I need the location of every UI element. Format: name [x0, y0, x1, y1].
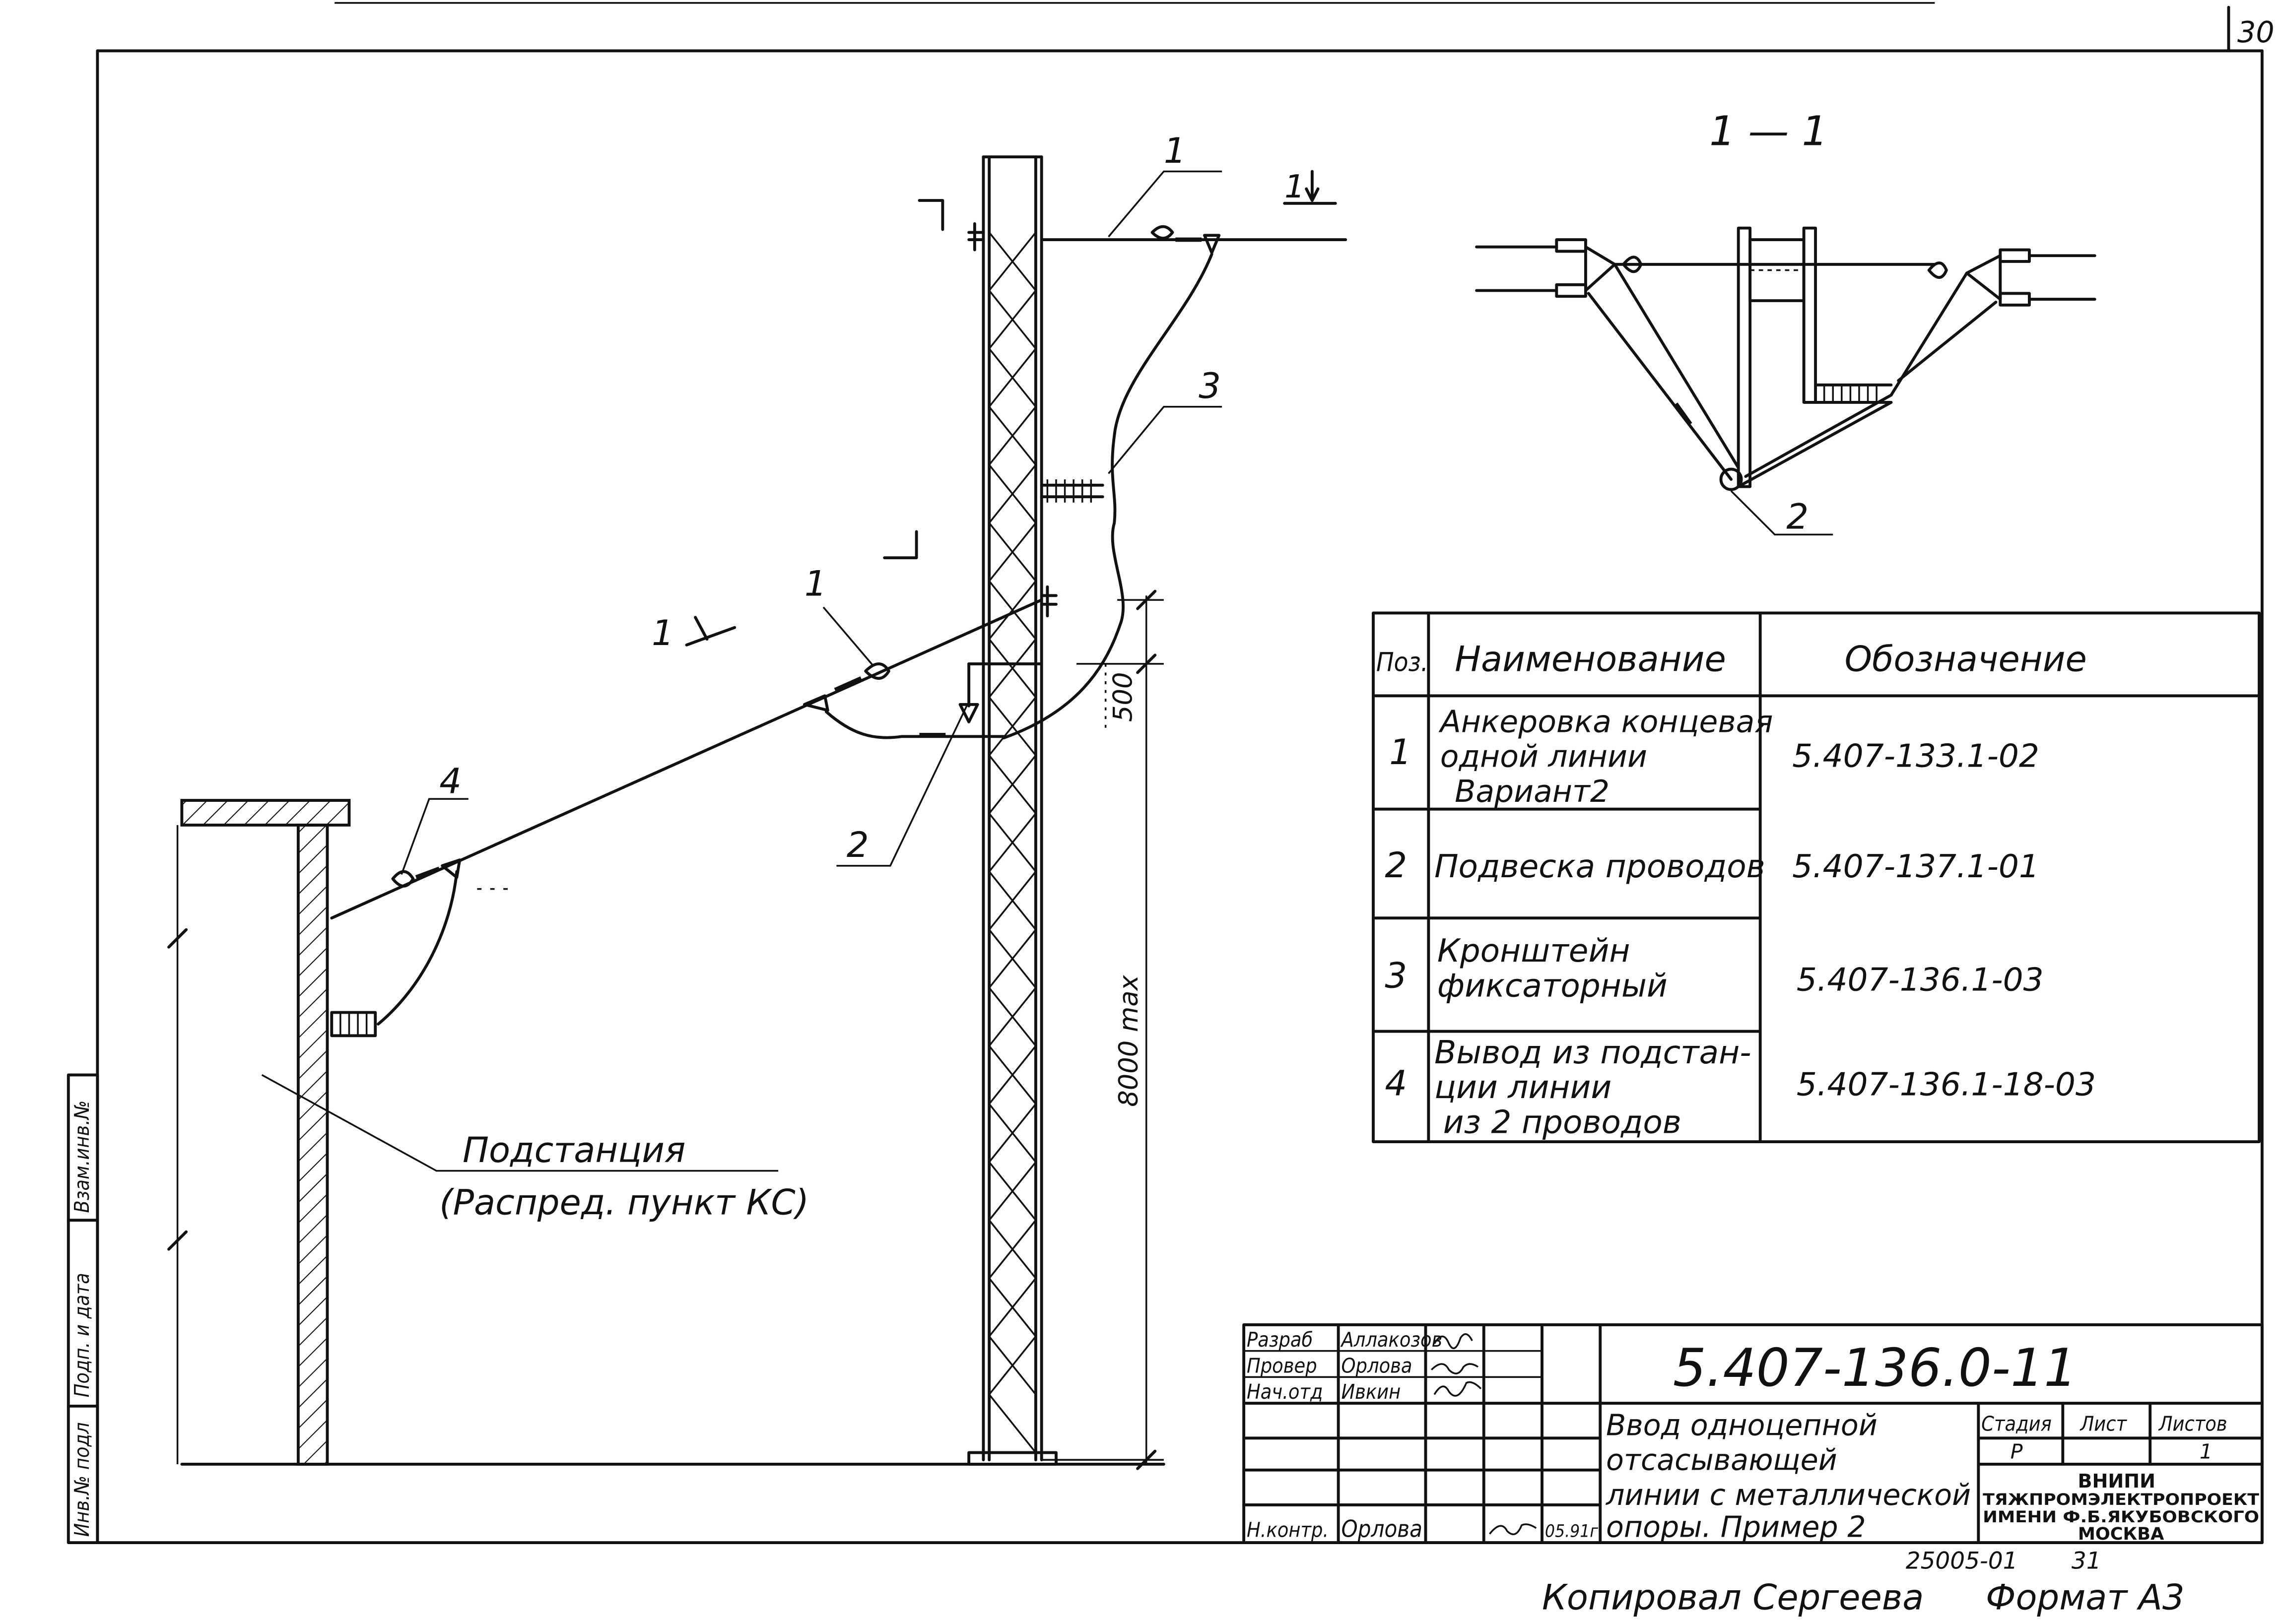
suspension-point-icon	[1719, 467, 1743, 491]
sheets-label: Листов	[2158, 1412, 2227, 1436]
section-mark-left: 1	[652, 613, 674, 653]
signature-mark	[1433, 1333, 1473, 1350]
svg-text:Вывод из подстан-: Вывод из подстан-	[1434, 1034, 1751, 1071]
table-row: 2 Подвеска проводов 5.407-137.1-01	[1385, 845, 2039, 886]
sheets-value: 1	[2200, 1439, 2213, 1463]
role-norm-control: Н.контр.	[1247, 1518, 1329, 1542]
suspension-clamp-icon	[958, 703, 979, 723]
callout-1-top: 1	[1164, 130, 1186, 171]
copied-by: Копировал Сергеева	[1542, 1577, 1924, 1618]
table-row: 3 Кронштейн фиксаторный 5.407-136.1-03	[1385, 932, 2043, 1004]
anchor-clamp-top-icon	[1203, 234, 1221, 255]
svg-text:из 2 проводов: из 2 проводов	[1443, 1104, 1681, 1141]
signature-mark	[1433, 1381, 1482, 1397]
insulator-mid-icon	[864, 662, 890, 680]
name-checker: Орлова	[1341, 1354, 1412, 1378]
signature-mark	[1489, 1523, 1537, 1535]
svg-text:1: 1	[1389, 732, 1411, 773]
org-city: МОСКВА	[2078, 1524, 2164, 1544]
callout-4: 4	[439, 761, 462, 801]
substation-label: Подстанция	[463, 1130, 685, 1170]
svg-text:5.407-136.1-18-03: 5.407-136.1-18-03	[1797, 1066, 2096, 1103]
callout-2: 2	[847, 825, 869, 865]
section-title: 1 — 1	[1709, 108, 1828, 155]
header-name: Наименование	[1455, 639, 1726, 680]
substation-building: Подстанция (Распред. пункт КС)	[167, 799, 1165, 1466]
drawing-title-line1: Ввод одноцепной	[1606, 1408, 1878, 1442]
footer: 25005-01 31 Копировал Сергеева Формат А3	[1542, 1548, 2185, 1618]
svg-text:5.407-137.1-01: 5.407-137.1-01	[1792, 848, 2039, 885]
svg-text:ции линии: ции линии	[1434, 1069, 1611, 1106]
stamp-label-inv-original: Инв.№ подл	[70, 1422, 94, 1537]
org-name-line3: ИМЕНИ Ф.Б.ЯКУБОВСКОГО	[1983, 1507, 2259, 1526]
name-head: Ивкин	[1341, 1380, 1401, 1404]
name-developer: Аллакозов	[1340, 1328, 1442, 1352]
drawing-title-line2: отсасывающей	[1606, 1443, 1837, 1477]
anchor-clamp-mid-icon	[803, 694, 829, 712]
drawing-title-line4: опоры. Пример 2	[1606, 1510, 1866, 1544]
bracket-insulator-icon	[1040, 479, 1104, 503]
role-developer: Разраб	[1247, 1328, 1313, 1352]
org-name-line1: ВНИПИ	[2078, 1470, 2155, 1492]
table-row: 1 Анкеровка концевая одной линии Вариант…	[1389, 704, 2039, 809]
insulator-substation-icon	[391, 870, 415, 888]
org-name-line2: ТЯЖПРОМЭЛЕКТРОПРОЕКТ	[1983, 1490, 2259, 1509]
name-norm-control: Орлова	[1341, 1516, 1422, 1543]
elevation-wiring: 1 1 3 2 4 1 1	[330, 130, 1347, 1038]
approval-date: 05.91г.	[1545, 1521, 1603, 1541]
role-head: Нач.отд	[1247, 1380, 1323, 1404]
dimension-500: 500	[1108, 672, 1138, 722]
tower-dimensions: 500 8000 max	[1041, 589, 1164, 1470]
role-checker: Провер	[1247, 1354, 1317, 1378]
substation-sublabel: (Распред. пункт КС)	[439, 1182, 809, 1223]
section-1-1: 1 — 1 2	[1475, 108, 2096, 537]
title-block: Разраб Аллакозов Провер Орлова Нач.отд И…	[1242, 1323, 2264, 1544]
insulator-top-icon	[1150, 225, 1174, 240]
stamp-label-sign-date: Подп. и дата	[70, 1273, 94, 1397]
stage-value: Р	[2011, 1439, 2023, 1463]
callout-3: 3	[1199, 366, 1221, 406]
header-pos: Поз.	[1376, 648, 1428, 678]
side-stamp: Взам.инв.№ Подп. и дата Инв.№ подл	[67, 1073, 99, 1544]
header-designation: Обозначение	[1845, 639, 2087, 680]
stage-label: Стадия	[1981, 1412, 2052, 1436]
dimension-8000: 8000 max	[1114, 974, 1144, 1106]
stamp-label-replaced-inv: Взам.инв.№	[70, 1101, 94, 1213]
svg-text:5.407-133.1-02: 5.407-133.1-02	[1792, 738, 2039, 775]
svg-text:Вариант2: Вариант2	[1455, 774, 1610, 809]
svg-text:3: 3	[1385, 956, 1407, 996]
page-number: 30	[2237, 15, 2275, 49]
archive-sheet: 31	[2072, 1548, 2101, 1575]
sheet-format: Формат А3	[1986, 1577, 2185, 1618]
drawing-title-line3: линии с металлической	[1606, 1478, 1971, 1512]
lattice-tower	[967, 155, 1058, 1466]
section-mark-right: 1	[1284, 168, 1305, 205]
table-row: 4 Вывод из подстан- ции линии из 2 прово…	[1385, 1034, 2096, 1141]
svg-text:Подвеска проводов: Подвеска проводов	[1434, 848, 1765, 885]
svg-text:Анкеровка концевая: Анкеровка концевая	[1438, 704, 1773, 740]
svg-text:2: 2	[1385, 845, 1407, 886]
section-callout-2: 2	[1786, 497, 1809, 537]
spec-table: Поз. Наименование Обозначение 1 Анкеровк…	[1372, 611, 2261, 1143]
svg-text:5.407-136.1-03: 5.407-136.1-03	[1797, 962, 2044, 999]
archive-number: 25005-01	[1906, 1548, 2018, 1575]
document-code: 5.407-136.0-11	[1673, 1337, 2077, 1398]
signature-mark	[1430, 1363, 1478, 1374]
svg-text:Кронштейн: Кронштейн	[1437, 932, 1630, 970]
callout-1-mid: 1	[805, 563, 827, 604]
svg-text:фиксаторный: фиксаторный	[1437, 967, 1668, 1004]
anchor-clamp-substation-icon	[441, 858, 462, 879]
svg-text:4: 4	[1385, 1063, 1407, 1104]
svg-text:одной линии: одной линии	[1440, 739, 1647, 775]
wall-insulator-icon	[330, 1011, 377, 1038]
sheet-label: Лист	[2080, 1412, 2128, 1436]
